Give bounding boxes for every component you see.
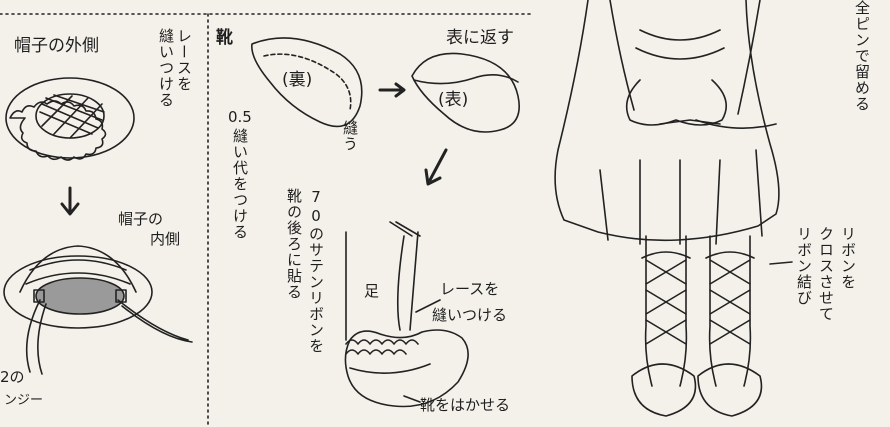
satin-ribbon-note-line1: 70のサテンリボンを [307,188,325,354]
doll-drawing [554,0,793,417]
down-arrow [60,186,80,216]
shoe-lace-note-line1: レースを [440,280,500,298]
leg-shoe-drawing [344,221,469,408]
hat-inner-drawing [3,245,193,375]
shoes-title: 靴 [216,28,233,48]
shoe-front-drawing [411,52,520,133]
leg-label: 足 [364,282,380,300]
hat-ribbon-note-line2: ンジー [4,393,44,408]
hat-outer-label: 帽子の外側 [14,36,99,56]
hat-ribbon-note-line1: 2の [0,368,25,386]
ribbon-note-line1: リボンを [839,226,857,290]
shoe-pattern-drawing [251,37,363,128]
down-left-arrow [424,148,448,186]
seam-allowance-text: 縫い代をつける [231,128,249,240]
shoe-lace-note-line2: 縫いつける [432,306,508,324]
right-arrow [378,82,406,98]
put-on-shoes-label: 靴をはかせる [420,396,511,414]
hat-lace-note-line1: レースを [175,28,193,92]
ribbon-note-line2: クロスさせて [817,226,835,322]
hat-outer-drawing [5,77,135,161]
shoe-back-label: (裏) [282,70,313,90]
satin-ribbon-note-line2: 靴の後ろに貼る [285,188,303,300]
shoe-front-label: (表) [438,90,469,110]
shoe-sew-label: 縫う [341,120,359,152]
ribbon-note-line3: リボン結び [795,226,813,306]
pin-note: 全ピンで留める [853,0,871,112]
hat-inner-label-line2: 内側 [150,230,181,248]
hat-lace-note-line2: 縫いつける [157,28,175,108]
seam-allowance-number: 0.5 [228,108,252,126]
shoe-turn-out-label: 表に返す [446,28,514,48]
hat-inner-label-line1: 帽子の [118,210,164,228]
